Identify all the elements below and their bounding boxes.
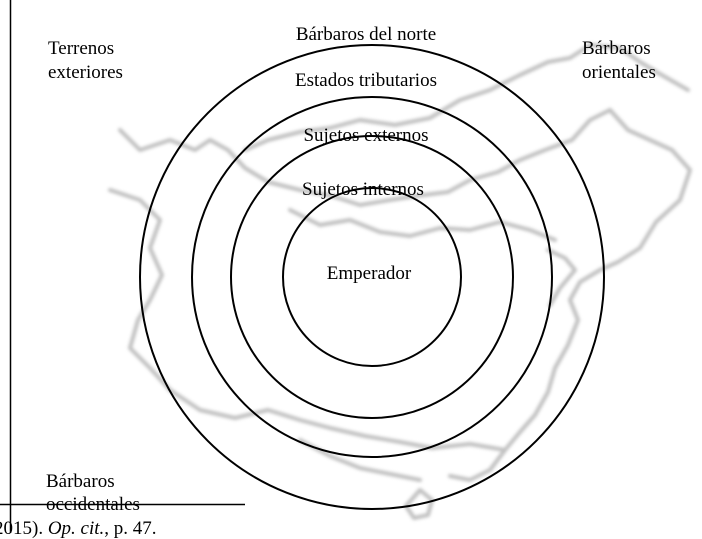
caption-fragment: 2015). Op. cit., p. 47. [0, 519, 157, 539]
background-map [108, 43, 692, 520]
ring-tributary [191, 96, 553, 458]
ring-labels: Bárbaros del norte Estados tributarios S… [295, 24, 437, 284]
map-outline-central [288, 208, 557, 242]
label-western-barbarians: Bárbaros occidentales [46, 470, 140, 517]
map-outline-south [298, 438, 422, 482]
concentric-rings [139, 44, 605, 510]
ring-external [230, 135, 514, 419]
caption-italic: Op. cit. [47, 518, 105, 539]
ring-outer [139, 44, 605, 510]
ring-internal [282, 187, 462, 367]
ring-label-northern-barbarians: Bárbaros del norte [296, 24, 436, 45]
label-eastern-barbarians-line1: Bárbaros [582, 38, 651, 59]
caption-after-italic: , p. 47. [104, 518, 157, 539]
map-outline-east-inner [546, 248, 577, 307]
map-outline-coast [448, 108, 692, 482]
label-western-barbarians-line1: Bárbaros [46, 471, 115, 492]
caption-before-italic: 2015). [0, 518, 44, 539]
label-western-barbarians-line2: occidentales [46, 494, 140, 515]
map-outline-north [243, 43, 690, 152]
label-outer-lands-line1: Terrenos [48, 38, 115, 59]
label-outer-lands-line2: exteriores [48, 62, 123, 83]
ring-label-emperor: Emperador [327, 263, 412, 284]
frame [0, 0, 245, 533]
map-outline-west [118, 108, 612, 207]
label-outer-lands: Terrenos exteriores [48, 37, 123, 85]
ring-label-external-subjects: Sujetos externos [303, 125, 428, 146]
map-outline-southwest [108, 188, 507, 452]
label-eastern-barbarians: Bárbaros orientales [582, 37, 656, 85]
map-outline-hainan [404, 488, 434, 520]
ring-label-tributary-states: Estados tributarios [295, 70, 437, 91]
ring-label-internal-subjects: Sujetos internos [302, 179, 424, 200]
label-eastern-barbarians-line2: orientales [582, 62, 656, 83]
